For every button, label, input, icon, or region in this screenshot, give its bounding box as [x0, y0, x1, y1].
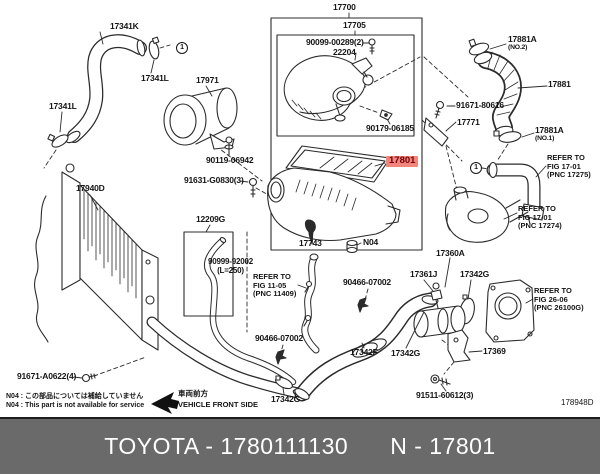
label-17341L-left[interactable]: 17341L [49, 101, 77, 111]
grommet-N04 [346, 239, 358, 254]
label-17342G-right[interactable]: 17342G [460, 269, 490, 279]
front-side-jp: 車両前方 [178, 389, 208, 398]
label-17342F[interactable]: 17342F [350, 347, 378, 357]
bolt-91671-80616 [434, 100, 445, 119]
label-17361J[interactable]: 17361J [410, 269, 438, 279]
banner-part-ref: N - 17801 [390, 433, 496, 459]
label-90466-07002-upper[interactable]: 90466-07002 [343, 277, 391, 287]
label-N04[interactable]: N04 [363, 237, 378, 247]
clamp-17881A-no2 [468, 38, 490, 56]
label-17360A[interactable]: 17360A [436, 248, 465, 258]
throttle-body-drawing [485, 279, 535, 343]
intake-pipe-17275-drawing [486, 161, 545, 225]
label-17700[interactable]: 17700 [333, 2, 356, 12]
clamp-17341L-top [148, 36, 160, 60]
label-17743[interactable]: 17743 [299, 238, 322, 248]
sensor-17361J [430, 282, 443, 309]
radiator-drawing [34, 163, 306, 399]
label-diagram-code: 178948D [561, 398, 594, 407]
label-91671-80616[interactable]: 91671-80616 [456, 100, 504, 110]
label-22204[interactable]: 22204 [333, 47, 356, 57]
hose-17341K-drawing [47, 34, 160, 148]
clamp-17342G-bottom [275, 375, 293, 390]
footer-part-banner: TOYOTA - 1780111130 N - 17801 [0, 417, 600, 474]
label-17342G-bottom[interactable]: 17342G [271, 394, 301, 404]
label-17341L-top[interactable]: 17341L [141, 73, 169, 83]
air-inlet-17274-drawing [444, 186, 529, 243]
bolt-91511-60612 [430, 374, 451, 386]
callout-1-right[interactable]: 1 [470, 162, 482, 174]
label-17341K[interactable]: 17341K [110, 21, 139, 31]
vehicle-front-arrow [151, 392, 179, 414]
label-91511-60612[interactable]: 91511-60612(3) [416, 390, 474, 400]
label-17881[interactable]: 17881 [548, 79, 571, 89]
bolt-91671-A0622 [81, 373, 98, 383]
label-17342G-mid[interactable]: 17342G [391, 348, 421, 358]
label-90466-07002-lower[interactable]: 90466-07002 [255, 333, 303, 343]
bolt-90099-00289 [368, 38, 376, 55]
label-17881A-no1[interactable]: 17881A(NO.1) [535, 125, 564, 143]
banner-brand-number: TOYOTA - 1780111130 [104, 433, 349, 459]
label-12209G[interactable]: 12209G [196, 214, 226, 224]
leader-lines [59, 12, 548, 395]
sensor-22204 [351, 57, 374, 86]
hose-11409-drawing [275, 253, 369, 365]
label-90999-92002[interactable]: 90999-92002(L=250) [208, 257, 253, 275]
bracket-17771-drawing [423, 100, 449, 147]
label-17369[interactable]: 17369 [483, 346, 506, 356]
bracket-17369-drawing [430, 329, 471, 386]
label-17881A-no2[interactable]: 17881A(NO.2) [508, 34, 537, 52]
label-91631-G0830[interactable]: 91631-G0830(3) [184, 175, 244, 185]
label-90119-06942[interactable]: 90119-06942 [206, 155, 254, 165]
air-cleaner-cap-drawing [283, 38, 393, 122]
label-17940D[interactable]: 17940D [76, 183, 105, 193]
corrugated-hose-17881-drawing [468, 38, 522, 143]
label-layer: 17341K 1 17341L 17341L 17971 17700 17705 90099-… [6, 2, 594, 409]
label-17801[interactable]: 17801 [386, 155, 419, 168]
air-cleaner-case-drawing [267, 167, 401, 254]
clip-90466-lower [275, 349, 287, 365]
clamp-17881A-no1 [493, 130, 522, 143]
diagram-art [34, 12, 548, 414]
clip-90466-upper [357, 297, 369, 313]
grommet-17743 [304, 219, 316, 245]
note-jp: N04 : この部品については補給していません [6, 393, 144, 400]
callout-1-top[interactable]: 1 [176, 42, 188, 54]
label-90099-00289[interactable]: 90099-00289(2) [306, 37, 364, 47]
clamp-17341L-left [47, 133, 69, 148]
label-17771[interactable]: 17771 [457, 117, 480, 127]
note-en: N04 : This part is not available for ser… [6, 402, 145, 409]
label-17971[interactable]: 17971 [196, 75, 219, 85]
label-90179-06185[interactable]: 90179-06185 [366, 123, 414, 133]
bolt-91631-G0830 [248, 177, 258, 198]
air-filter-17801-drawing [285, 145, 391, 183]
label-17705[interactable]: 17705 [343, 20, 366, 30]
label-91671-A0622[interactable]: 91671-A0622(4) [17, 371, 77, 381]
front-side-en: VEHICLE FRONT SIDE [178, 400, 259, 409]
